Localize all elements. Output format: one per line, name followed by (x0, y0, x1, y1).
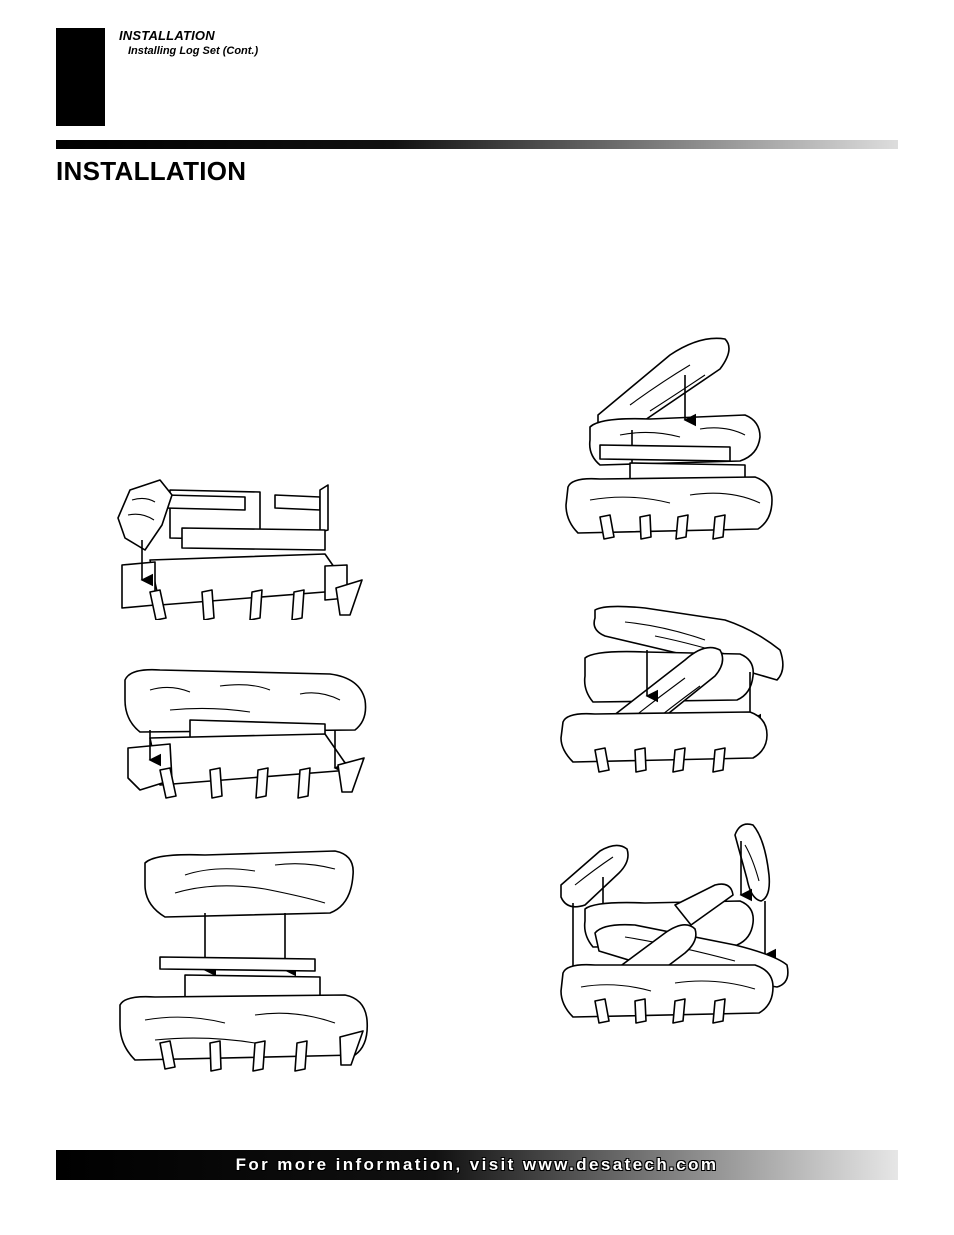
log-placement-step-5-icon (560, 605, 784, 773)
figure-step-5 (555, 600, 790, 775)
log-placement-step-6-icon (560, 823, 789, 1024)
log-placement-step-1-icon (117, 479, 363, 621)
log-placement-step-3-icon (119, 850, 369, 1072)
header-section: INSTALLATION (119, 28, 215, 43)
log-placement-step-4-icon (565, 337, 773, 540)
figure-step-4 (560, 325, 790, 540)
footer-banner: For more information, visit www.desatech… (56, 1150, 898, 1180)
footer-text: For more information, visit www.desatech… (235, 1155, 719, 1174)
figure-step-2 (110, 660, 380, 810)
header-subsection: Installing Log Set (Cont.) (128, 45, 259, 57)
figure-step-6 (555, 815, 795, 1030)
figure-step-3 (115, 845, 380, 1075)
figure-step-1 (110, 470, 380, 621)
header-rule (56, 140, 898, 149)
section-tab-marker (56, 28, 105, 126)
page-title: INSTALLATION (56, 156, 247, 186)
log-placement-step-2-icon (124, 668, 367, 799)
